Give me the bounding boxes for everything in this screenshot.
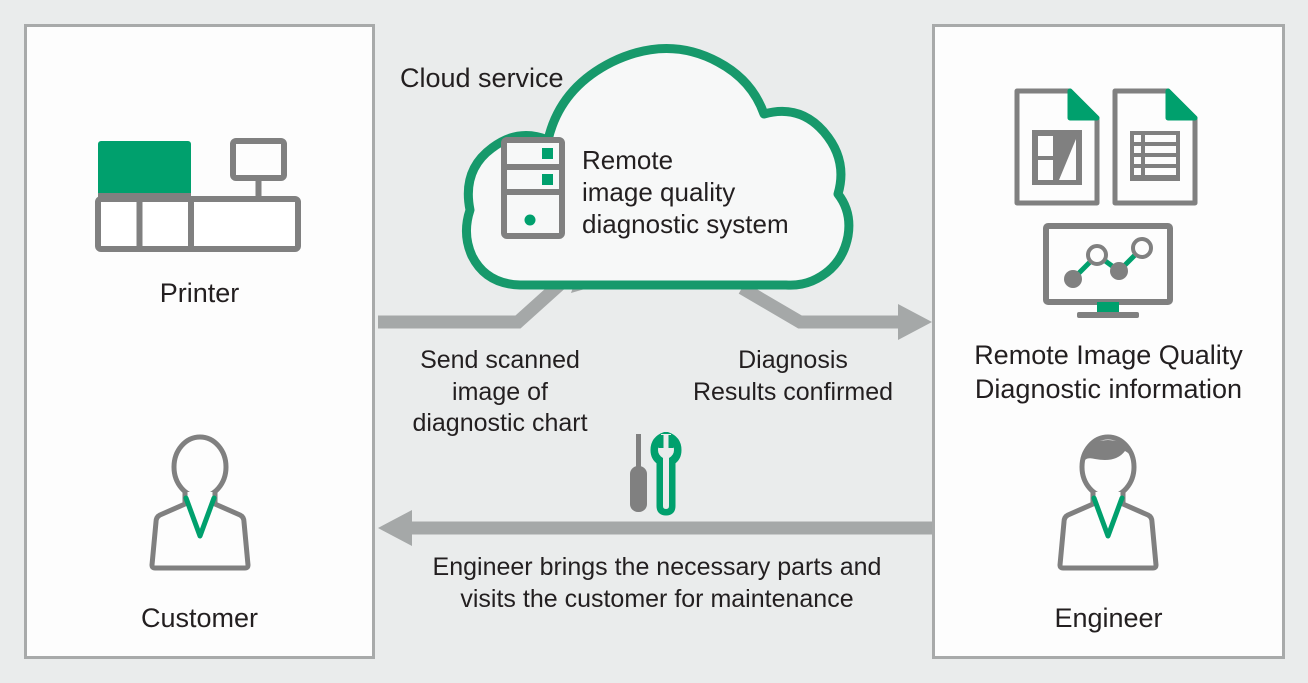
cloud-system-label: Remote image quality diagnostic system xyxy=(582,145,789,239)
printer-icon xyxy=(95,138,307,258)
server-tower-icon xyxy=(500,136,568,245)
screwdriver-wrench-icon xyxy=(622,431,686,521)
flow-send-label: Send scanned image of diagnostic chart xyxy=(412,346,588,437)
documents-icon xyxy=(1012,86,1204,213)
engineer-person-icon xyxy=(1053,432,1163,577)
monitor-chart-icon xyxy=(1042,222,1174,324)
engineer-label: Engineer xyxy=(1054,603,1163,633)
cloud-service-title: Cloud service xyxy=(400,63,564,93)
printer-label: Printer xyxy=(159,278,240,308)
flow-diagnosis-label: Diagnosis Results confirmed xyxy=(692,346,894,406)
arrow-diagnosis-to-engineer xyxy=(738,282,932,340)
flow-visit-label: Engineer brings the necessary parts and … xyxy=(432,553,882,613)
customer-person-icon xyxy=(145,432,255,577)
remote-image-quality-info-label: Remote Image Quality Diagnostic informat… xyxy=(974,340,1243,405)
customer-label: Customer xyxy=(140,603,259,633)
arrow-send-to-cloud xyxy=(378,250,609,329)
